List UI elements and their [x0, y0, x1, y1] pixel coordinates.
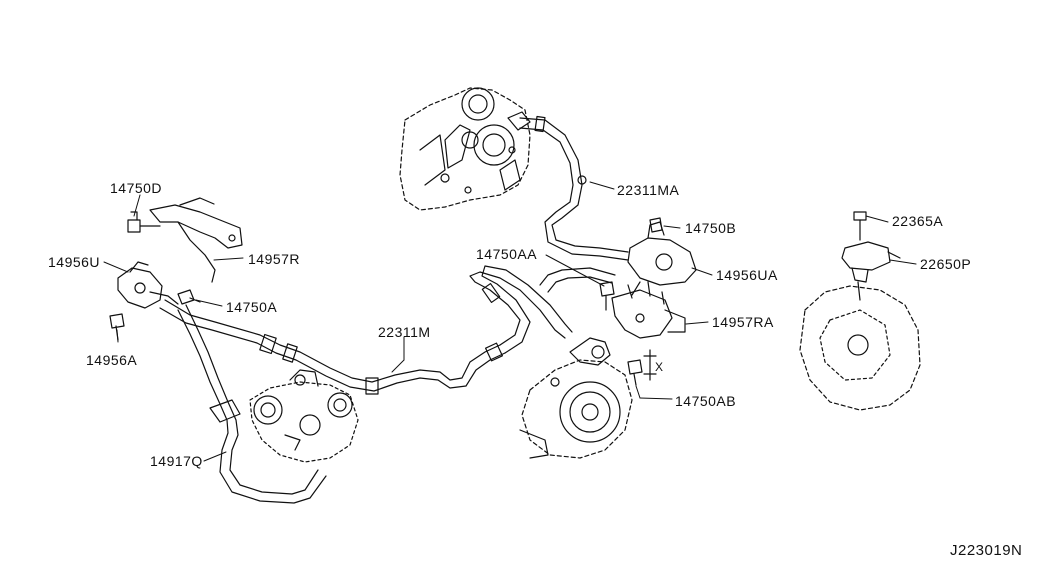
- label-14957ra: 14957RA: [712, 314, 774, 330]
- label-14750d: 14750D: [110, 180, 163, 196]
- label-22365a: 22365A: [892, 213, 944, 229]
- label-dimension-x: X: [655, 360, 664, 374]
- hose-22311m: [159, 299, 506, 395]
- leader-lines: [103, 181, 917, 462]
- valve-14956u: [117, 261, 179, 309]
- bolt-22365a: [853, 211, 867, 241]
- label-22650p: 22650P: [920, 256, 972, 272]
- diagram-reference-code: J223019N: [950, 542, 1023, 559]
- sensor-22650p: [841, 241, 901, 283]
- bolt-14750d: [127, 211, 161, 233]
- label-14956a: 14956A: [86, 352, 138, 368]
- label-14750a: 14750A: [226, 299, 278, 315]
- label-14750aa: 14750AA: [476, 246, 538, 262]
- label-14956ua: 14956UA: [716, 267, 778, 283]
- bracket-14957ra: [611, 281, 686, 339]
- label-22311ma: 22311MA: [617, 182, 680, 198]
- bolt-14750a: [177, 289, 201, 305]
- label-14956u: 14956U: [48, 254, 101, 270]
- transmission-housing: [799, 281, 921, 411]
- label-22311m: 22311M: [378, 324, 431, 340]
- engine-upper-assembly: [399, 87, 531, 211]
- bolt-14956a: [109, 313, 125, 341]
- bolt-14750ab: [627, 349, 657, 386]
- bolt-14750b: [649, 217, 663, 233]
- hose-22311ma: [519, 115, 629, 261]
- label-14750b: 14750B: [685, 220, 737, 236]
- hose-14917q: [177, 304, 327, 504]
- label-14750ab: 14750AB: [675, 393, 737, 409]
- throttle-body: [249, 369, 359, 463]
- bracket-14957r: [149, 197, 243, 283]
- label-14917q: 14917Q: [150, 453, 203, 469]
- bolt-14750aa: [599, 281, 615, 311]
- hose-connector-upper: [469, 265, 616, 354]
- label-14957r: 14957R: [248, 251, 301, 267]
- engine-lower-assembly: [519, 337, 633, 459]
